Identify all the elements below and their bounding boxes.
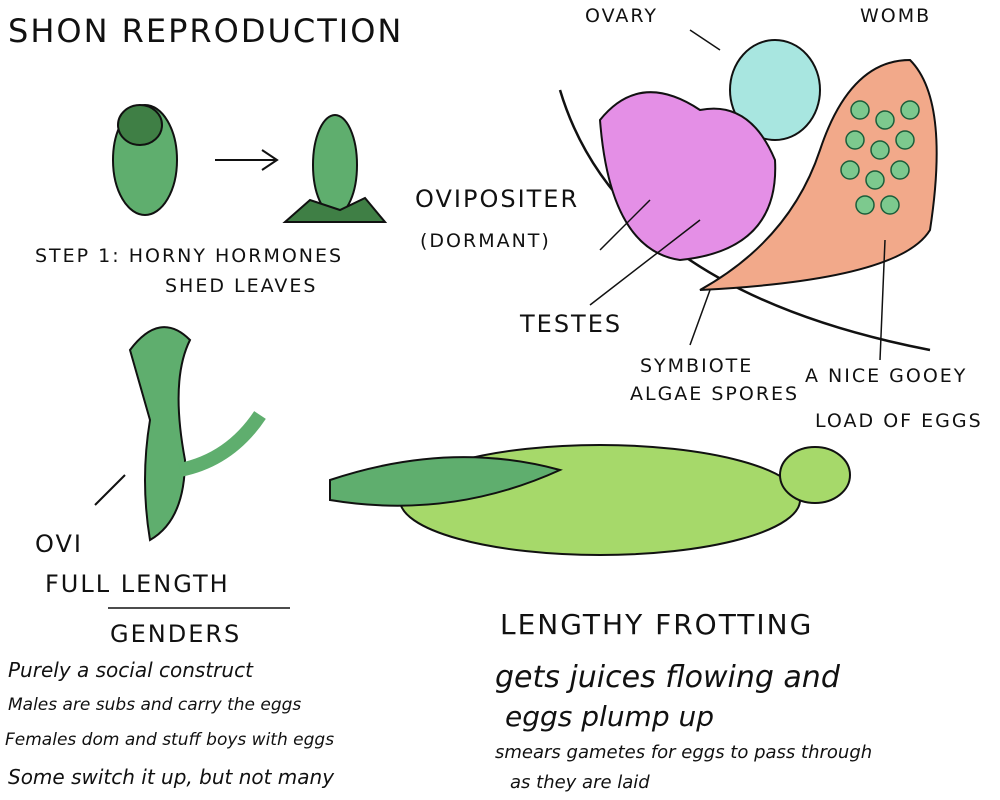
label-womb: WOMB [860, 5, 932, 27]
label-ovary: OVARY [585, 5, 658, 27]
step1-line1: STEP 1: HORNY HORMONES [35, 245, 344, 267]
genders-line: Purely a social construct [8, 658, 253, 682]
label-eggs-2: LOAD OF EGGS [815, 410, 983, 432]
genders-line: Females dom and stuff boys with eggs [5, 730, 335, 750]
frotting-line2: eggs plump up [505, 700, 715, 733]
arrow-icon [215, 149, 279, 171]
creature-standing-drawing [94, 326, 266, 542]
step1-line2: SHED LEAVES [165, 275, 318, 297]
label-ovipositer: OVIPOSITER [415, 185, 580, 213]
page-title: SHON REPRODUCTION [8, 12, 404, 50]
label-testes: TESTES [520, 310, 623, 338]
label-symbiote-2: ALGAE SPORES [630, 383, 800, 405]
frotting-line3: smears gametes for eggs to pass through [495, 742, 873, 763]
genders-line: Some switch it up, but not many [8, 765, 335, 789]
label-ovi: OVI [35, 530, 83, 558]
label-full-length: FULL LENGTH [45, 570, 230, 598]
frotting-heading: LENGTHY FROTTING [500, 608, 814, 641]
anatomy-diagram [558, 29, 938, 361]
label-symbiote-1: SYMBIOTE [640, 355, 754, 377]
creature-shed-drawing [282, 114, 388, 223]
creatures-lying-drawing [329, 444, 851, 556]
creature-leafy-drawing [112, 104, 178, 216]
genders-line: Males are subs and carry the eggs [8, 695, 302, 715]
frotting-line1: gets juices flowing and [495, 660, 840, 695]
genders-heading: GENDERS [110, 620, 242, 648]
frotting-line4: as they are laid [510, 772, 650, 793]
label-eggs-1: A NICE GOOEY [805, 365, 968, 387]
label-dormant: (DORMANT) [420, 230, 551, 252]
